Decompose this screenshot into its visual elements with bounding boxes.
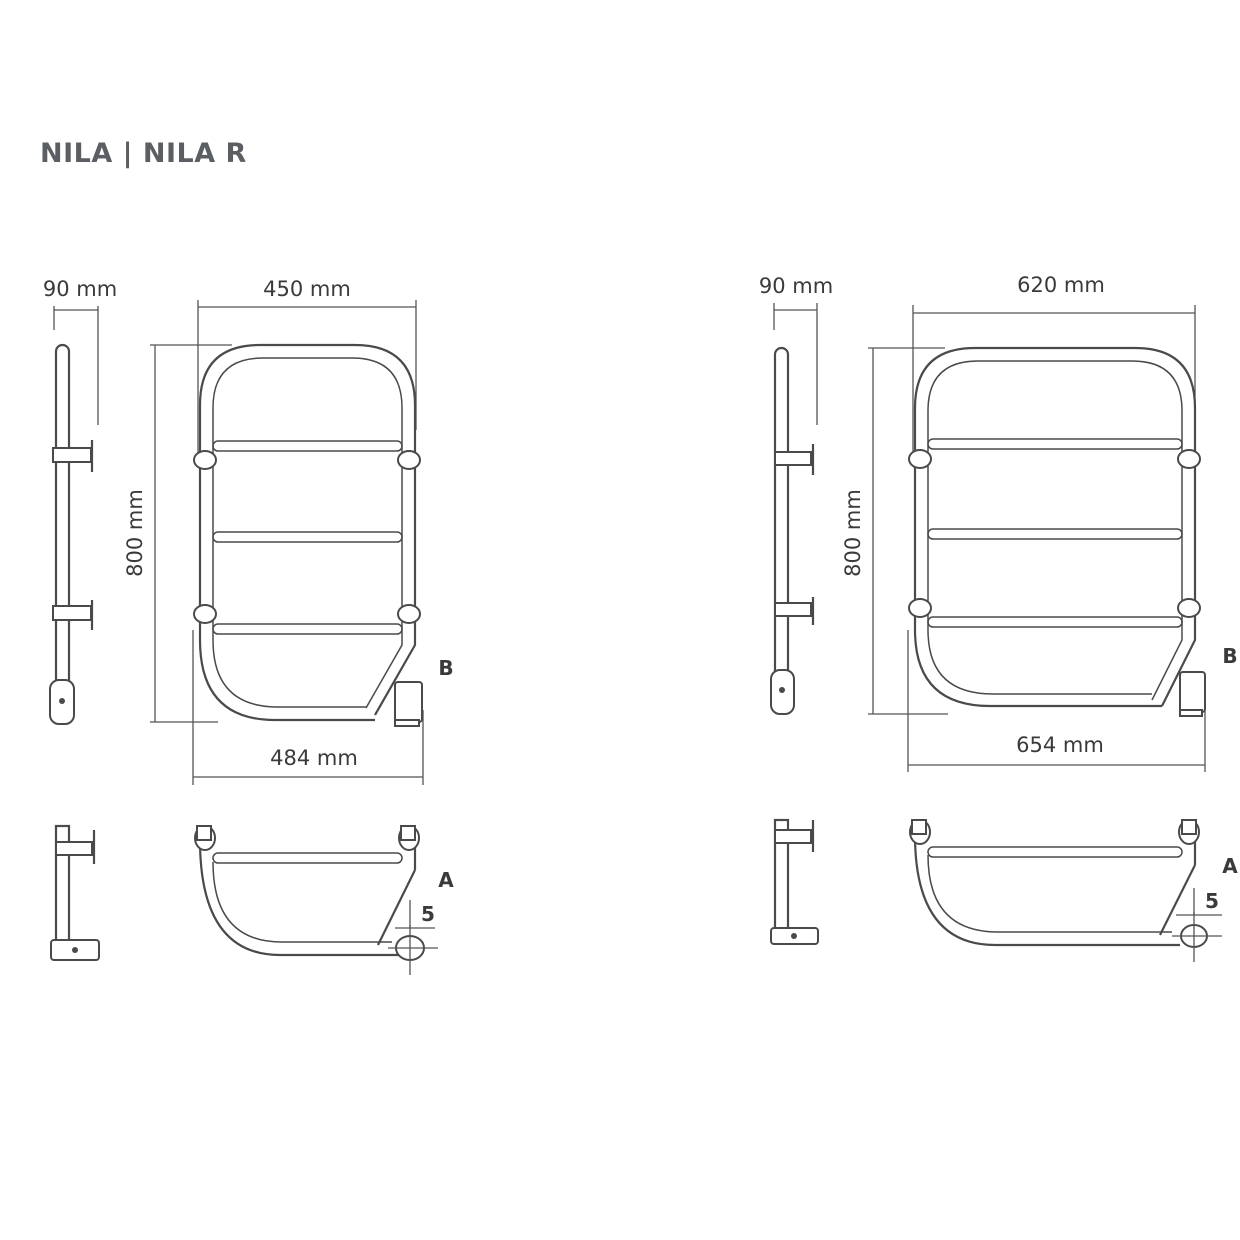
- left-bottom-front-view: [194, 825, 438, 975]
- right-depth-label: 90 mm: [759, 274, 833, 298]
- left-bottom-width-label: 484 mm: [270, 746, 358, 770]
- left-model: 90 mm: [43, 277, 454, 975]
- left-depth-label: 90 mm: [43, 277, 117, 301]
- left-front-view: [150, 300, 424, 785]
- left-label-b: B: [438, 656, 453, 680]
- left-offset-label: 5: [421, 902, 435, 926]
- right-bottom-front-view: [909, 819, 1222, 962]
- right-bottom-width-label: 654 mm: [1016, 733, 1104, 757]
- right-side-view: [770, 303, 818, 715]
- right-label-a: A: [1222, 854, 1238, 878]
- right-bottom-side-view: [770, 818, 819, 945]
- left-label-a: A: [438, 868, 454, 892]
- right-model: 90 mm 620 mm 800 mm: [759, 273, 1238, 962]
- left-bottom-side-view: [50, 824, 100, 961]
- right-height-label: 800 mm: [841, 489, 865, 577]
- page-title: NILA | NILA R: [40, 138, 247, 169]
- left-top-width-label: 450 mm: [263, 277, 351, 301]
- left-height-label: 800 mm: [123, 489, 147, 577]
- left-side-view: [49, 306, 99, 725]
- right-offset-label: 5: [1205, 889, 1219, 913]
- right-label-b: B: [1222, 644, 1237, 668]
- right-front-view: [868, 305, 1206, 772]
- right-top-width-label: 620 mm: [1017, 273, 1105, 297]
